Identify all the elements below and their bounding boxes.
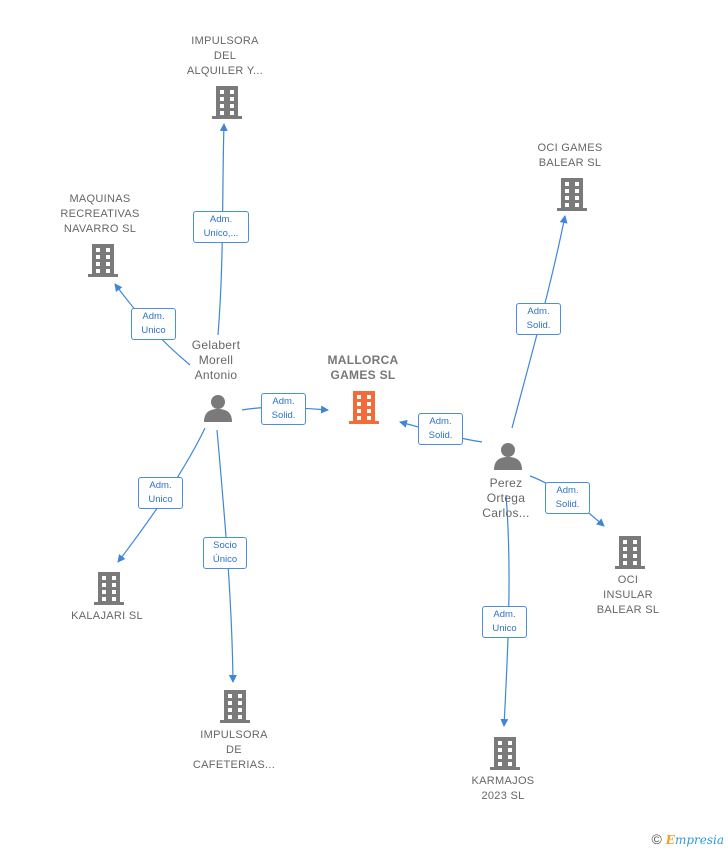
- node-perez-label[interactable]: Perez Ortega Carlos...: [482, 476, 530, 520]
- node-mallorca-label[interactable]: MALLORCA GAMES SL: [327, 353, 399, 382]
- building-icon[interactable]: [88, 244, 118, 277]
- building-icon[interactable]: [94, 572, 124, 605]
- person-icon[interactable]: [204, 395, 232, 422]
- node-maquinas-label[interactable]: MAQUINAS RECREATIVAS NAVARRO SL: [60, 193, 140, 235]
- node-kalajari-label[interactable]: KALAJARI SL: [71, 610, 143, 622]
- edge-label-perez-oci-games[interactable]: Adm. Solid.: [516, 303, 561, 335]
- node-karmajos-label[interactable]: KARMAJOS 2023 SL: [471, 775, 535, 802]
- node-gelabert-label[interactable]: Gelabert Morell Antonio: [191, 338, 241, 382]
- person-icon[interactable]: [494, 443, 522, 470]
- node-oci-games-label[interactable]: OCI GAMES BALEAR SL: [537, 142, 603, 169]
- edge-label-gelabert-impulsora[interactable]: Adm. Unico,...: [193, 211, 249, 243]
- edge-label-gelabert-cafe[interactable]: Socio Único: [203, 537, 247, 569]
- edge-label-perez-insular[interactable]: Adm. Solid.: [545, 482, 590, 514]
- edge-label-perez-mallorca[interactable]: Adm. Solid.: [418, 413, 463, 445]
- building-icon[interactable]: [212, 86, 242, 119]
- edge-label-gelabert-maquinas[interactable]: Adm. Unico: [131, 308, 176, 340]
- edge-label-gelabert-mallorca[interactable]: Adm. Solid.: [261, 393, 306, 425]
- building-icon-focus[interactable]: [349, 391, 379, 424]
- building-icon[interactable]: [490, 737, 520, 770]
- edge-label-perez-karmajos[interactable]: Adm. Unico: [482, 606, 527, 638]
- brand-name: mpresia: [674, 833, 724, 847]
- brand-logo-letter: E: [665, 833, 675, 847]
- node-oci-insular-label[interactable]: OCI INSULAR BALEAR SL: [596, 574, 660, 616]
- building-icon[interactable]: [615, 536, 645, 569]
- building-icon[interactable]: [557, 178, 587, 211]
- footer-brand[interactable]: ©Empresia: [651, 831, 724, 847]
- building-icon[interactable]: [220, 690, 250, 723]
- copyright-icon: ©: [651, 831, 662, 847]
- node-impulsora-cafe-label[interactable]: IMPULSORA DE CAFETERIAS...: [192, 729, 276, 771]
- node-impulsora-alquiler-label[interactable]: IMPULSORA DEL ALQUILER Y...: [186, 35, 264, 77]
- edge-label-gelabert-kalajari[interactable]: Adm. Unico: [138, 477, 183, 509]
